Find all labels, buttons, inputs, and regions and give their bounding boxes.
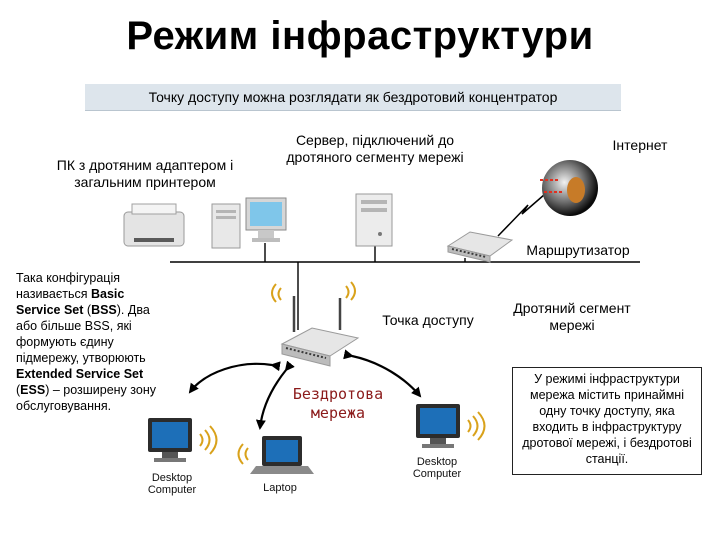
infrastructure-note: У режимі інфраструктури мережа містить п… bbox=[512, 367, 702, 475]
wireless-network-label: Бездротова мережа bbox=[292, 385, 384, 422]
desc-text: ( bbox=[16, 383, 21, 397]
arrow-to-laptop bbox=[255, 360, 295, 430]
arrow-to-right-desktop bbox=[343, 349, 422, 398]
router-icon bbox=[446, 231, 514, 263]
desktop-right-icon bbox=[416, 404, 486, 448]
desc-text: ( bbox=[83, 303, 92, 317]
pc-label: ПК з дротяним адаптером і загальним прин… bbox=[56, 157, 234, 190]
bss-term: Basic Service Set bbox=[16, 287, 125, 317]
bss-description: Така конфігурація називається Basic Serv… bbox=[16, 270, 166, 414]
desktop-right-caption: Desktop Computer bbox=[412, 456, 462, 480]
server-icon bbox=[355, 193, 393, 247]
server-label: Сервер, підключений до дротяного сегмент… bbox=[286, 132, 464, 165]
ess-abbr: ESS bbox=[20, 383, 46, 397]
internet-globe-icon bbox=[540, 160, 598, 216]
arrow-to-left-desktop bbox=[188, 361, 281, 394]
ess-term: Extended Service Set bbox=[16, 367, 144, 381]
pc-monitor-icon bbox=[245, 197, 287, 242]
access-point-label: Точка доступу bbox=[382, 312, 474, 328]
desktop-left-icon bbox=[148, 418, 218, 462]
bss-abbr: BSS bbox=[91, 303, 117, 317]
router-label: Маршрутизатор bbox=[526, 242, 630, 258]
desc-text: Така конфігурація називається bbox=[16, 271, 120, 301]
printer-icon bbox=[123, 203, 185, 247]
pc-tower-icon bbox=[211, 203, 241, 249]
page-title: Режим інфраструктури bbox=[126, 14, 594, 58]
internet-label: Інтернет bbox=[612, 137, 668, 153]
desc-text: ). Два або більше BSS, які формують єдин… bbox=[16, 303, 150, 365]
desktop-left-caption: Desktop Computer bbox=[147, 472, 197, 496]
subtitle-banner: Точку доступу можна розглядати як бездро… bbox=[85, 84, 621, 111]
laptop-caption: Laptop bbox=[263, 482, 297, 494]
internet-link bbox=[497, 187, 553, 237]
wired-segment-label: Дротяний сегмент мережі bbox=[513, 300, 631, 333]
access-point-icon bbox=[271, 281, 360, 367]
desc-text: ) – розширену зону обслуговування. bbox=[16, 383, 156, 413]
laptop-icon bbox=[237, 436, 314, 474]
